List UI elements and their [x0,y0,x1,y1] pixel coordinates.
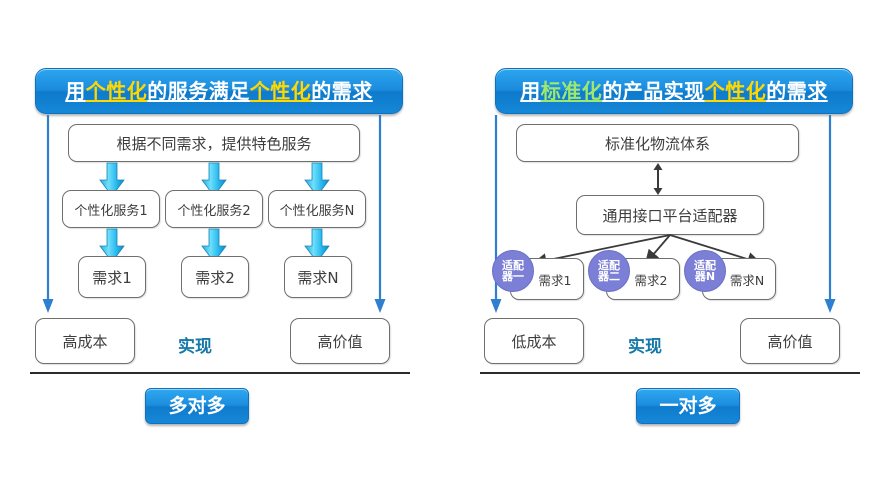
left-cost-box: 高成本 [35,318,135,364]
adapter-3-line2: 器N [694,270,716,283]
left-bottom-button[interactable]: 多对多 [145,388,249,424]
adapter-circle-1: 适配 器一 [492,250,534,292]
right-cost-box: 低成本 [484,318,584,364]
left-service-box-1: 个性化服务1 [62,190,160,228]
double-headed-arrow-icon [653,163,663,195]
left-center-label: 实现 [178,337,212,357]
right-bottom-button[interactable]: 一对多 [636,388,740,424]
right-value-box: 高价值 [740,318,840,364]
left-service-box-2: 个性化服务2 [165,190,263,228]
left-demand-box-1: 需求1 [78,256,146,298]
left-top-box: 根据不同需求，提供特色服务 [68,124,360,162]
left-demand-box-2: 需求2 [181,256,249,298]
left-service-box-3: 个性化服务N [268,190,366,228]
block-arrow-down-icon [201,228,227,263]
left-panel-left-side-arrow [42,115,54,313]
left-panel: 用个性化的服务满足个性化的需求 根据不同需求，提供特色服务 个性化服务1 个性化… [30,68,410,424]
block-arrow-down-icon [99,162,125,197]
adapter-circle-3: 适配 器N [684,250,726,292]
left-separator-rule [30,372,410,374]
right-header-banner: 用标准化的产品实现个性化的需求 [495,68,853,114]
left-header-text: 用个性化的服务满足个性化的需求 [65,79,373,103]
right-bottom-button-label: 一对多 [659,394,717,417]
left-panel-right-side-arrow [374,115,386,313]
right-panel: 用标准化的产品实现个性化的需求 标准化物流体系 通用接口平台适配器 需求1 适配… [440,0,880,490]
left-value-box: 高价值 [290,318,390,364]
left-header-banner: 用个性化的服务满足个性化的需求 [35,68,403,114]
left-bottom-button-label: 多对多 [168,394,226,417]
right-header-text: 用标准化的产品实现个性化的需求 [520,79,828,103]
block-arrow-down-icon [304,228,330,263]
block-arrow-down-icon [304,162,330,197]
left-demand-box-3: 需求N [284,256,352,298]
right-separator-rule [480,372,860,374]
right-center-label: 实现 [628,337,662,357]
adapter-2-line1: 适配 [598,258,620,272]
right-platform-box: 通用接口平台适配器 [576,195,764,235]
right-panel-right-side-arrow [824,115,836,313]
adapter-1-line2: 器一 [502,270,524,283]
adapter-2-line2: 器二 [598,270,620,283]
adapter-3-line1: 适配 [694,258,716,272]
adapter-circle-2: 适配 器二 [588,250,630,292]
block-arrow-down-icon [99,228,125,263]
block-arrow-down-icon [201,162,227,197]
right-top-box: 标准化物流体系 [516,124,799,162]
adapter-1-line1: 适配 [502,258,524,272]
